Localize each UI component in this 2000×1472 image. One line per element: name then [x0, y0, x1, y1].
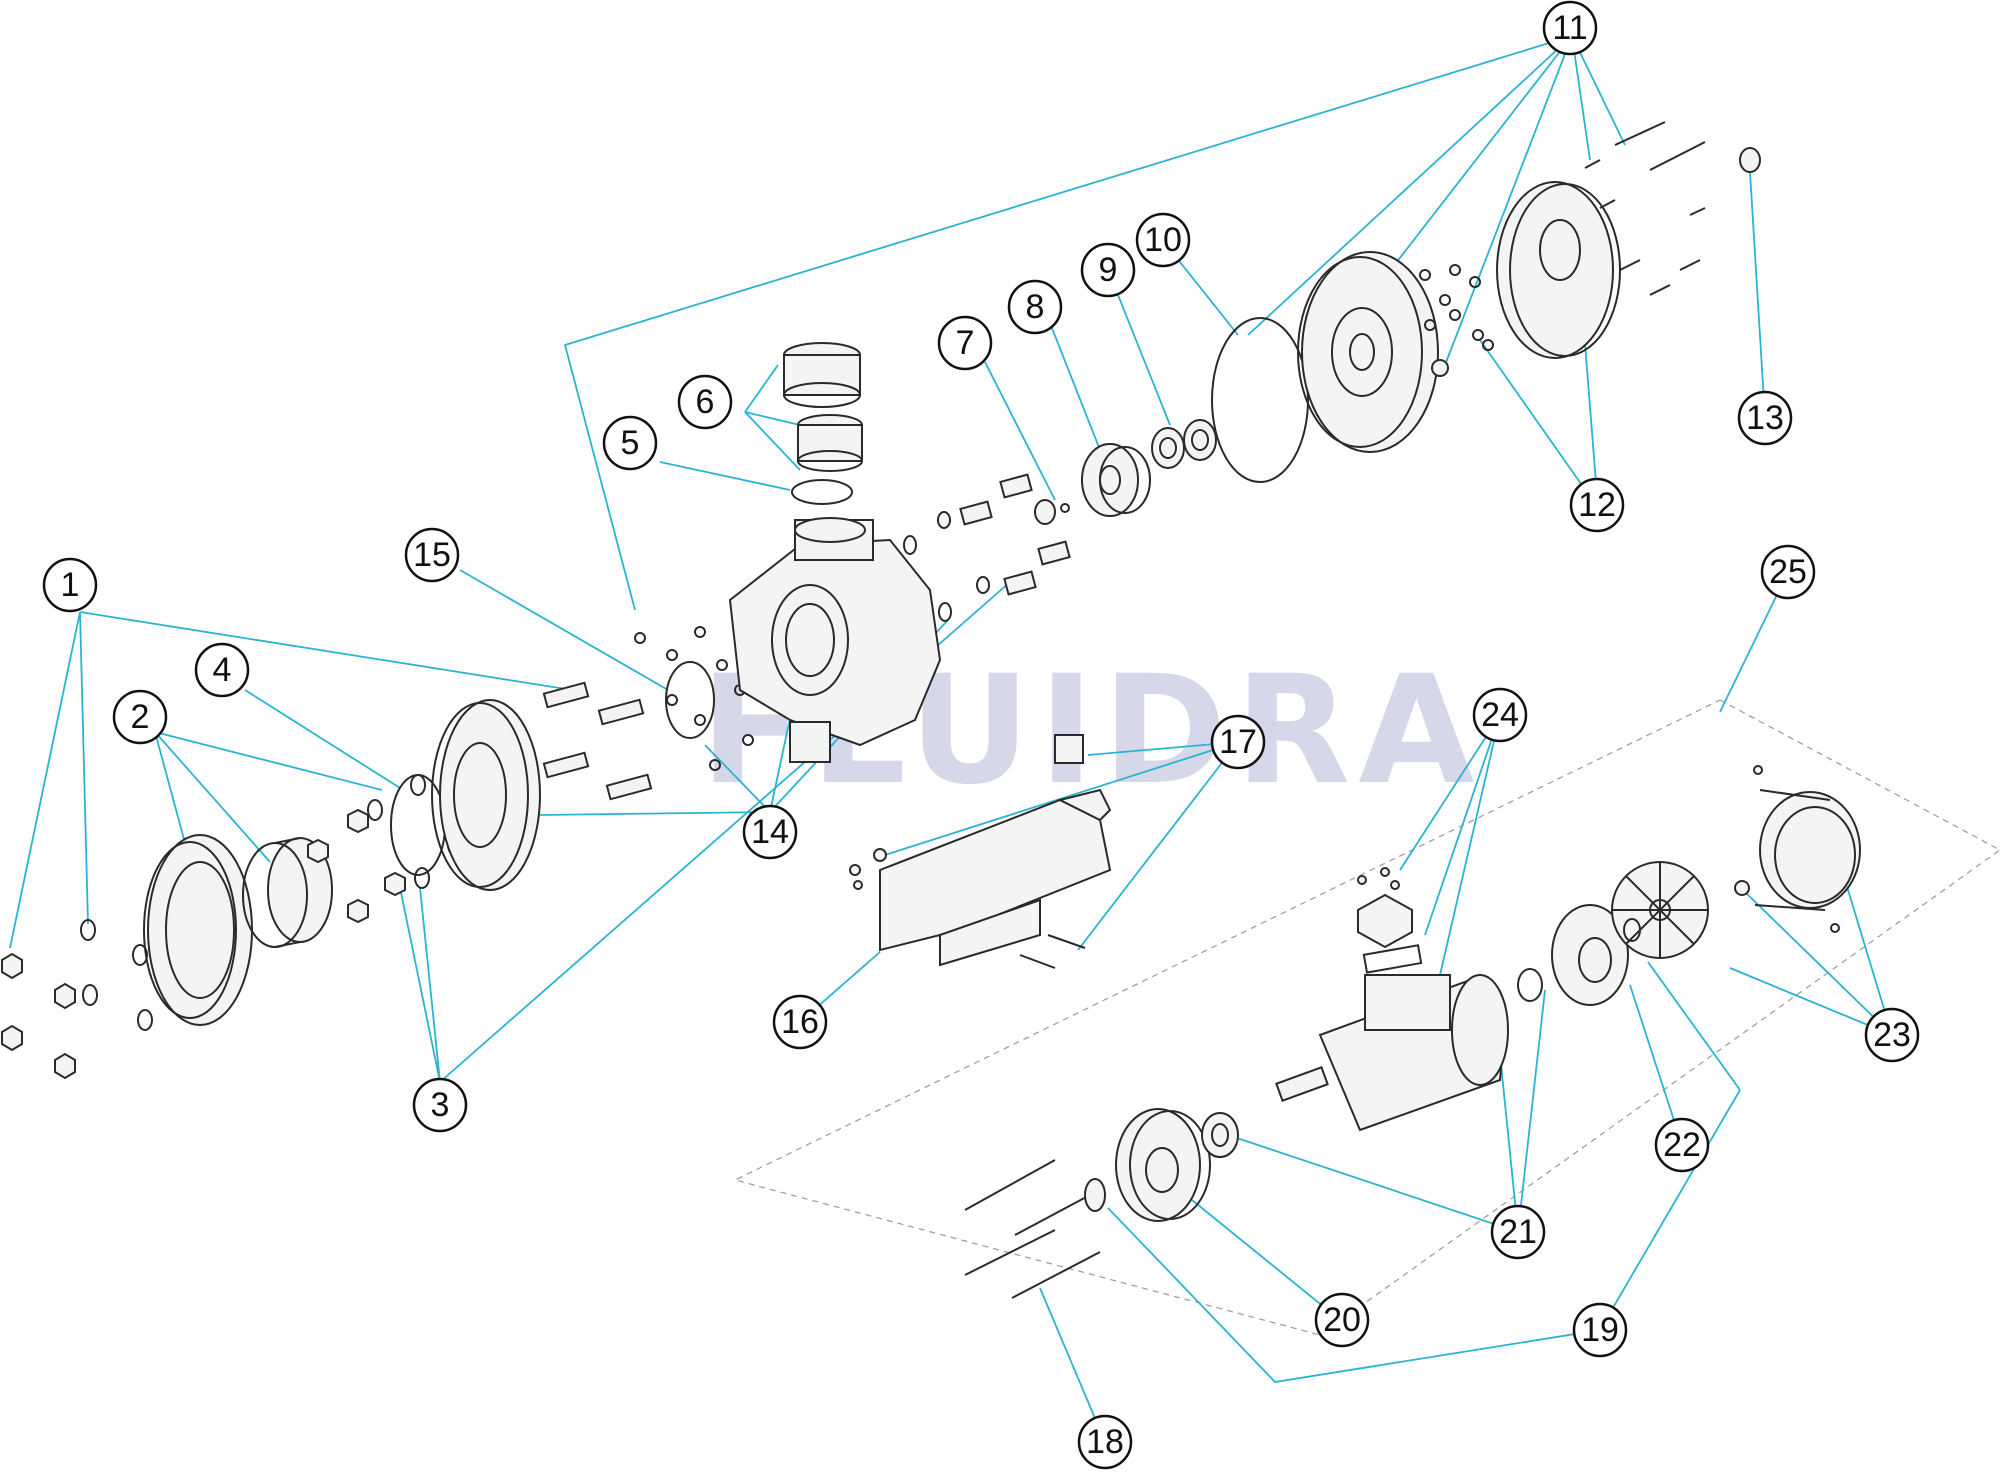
svg-text:1: 1 — [61, 566, 80, 604]
motor-rear-flange — [1551, 904, 1629, 1006]
svg-text:8: 8 — [1026, 288, 1045, 326]
callout-19: 19 — [1572, 1302, 1628, 1358]
callout-2: 2 — [112, 689, 168, 745]
pipe-end — [242, 837, 333, 948]
base-pad — [1054, 734, 1084, 764]
flange-o-ring — [390, 774, 446, 876]
union-nut — [783, 342, 863, 472]
callout-24: 24 — [1472, 687, 1528, 743]
base-nut — [849, 864, 861, 876]
cover-o-ring — [791, 479, 853, 505]
seal-plate — [1297, 251, 1439, 453]
svg-text:14: 14 — [751, 813, 789, 851]
callout-20: 20 — [1314, 1292, 1370, 1348]
svg-text:5: 5 — [621, 424, 640, 462]
callout-13: 13 — [1737, 390, 1793, 446]
base-stud — [1019, 954, 1056, 969]
svg-text:6: 6 — [696, 383, 715, 421]
callout-12: 12 — [1569, 477, 1625, 533]
callout-15: 15 — [404, 527, 460, 583]
callout-22: 22 — [1654, 1117, 1710, 1173]
svg-text:25: 25 — [1769, 553, 1807, 591]
callout-23: 23 — [1864, 1007, 1920, 1063]
impeller-screw — [1034, 499, 1070, 525]
fixing-nuts — [307, 774, 463, 924]
svg-text:15: 15 — [413, 536, 451, 574]
svg-text:11: 11 — [1552, 9, 1587, 47]
svg-text:18: 18 — [1086, 1423, 1124, 1461]
callout-9: 9 — [1080, 242, 1136, 298]
svg-text:21: 21 — [1499, 1213, 1537, 1251]
svg-text:3: 3 — [431, 1086, 450, 1124]
mechanical-seal — [1151, 419, 1217, 469]
callout-3: 3 — [412, 1077, 468, 1133]
housing-bolts — [937, 473, 1071, 596]
callout-8: 8 — [1007, 279, 1063, 335]
callout-1: 1 — [42, 557, 98, 613]
svg-text:22: 22 — [1663, 1126, 1701, 1164]
svg-text:19: 19 — [1581, 1311, 1619, 1349]
base-nut — [873, 848, 887, 862]
svg-text:12: 12 — [1578, 486, 1616, 524]
long-bolts — [1584, 121, 1706, 296]
svg-text:17: 17 — [1219, 723, 1257, 761]
svg-text:7: 7 — [956, 324, 975, 362]
callout-18: 18 — [1077, 1414, 1133, 1470]
svg-text:4: 4 — [213, 651, 232, 689]
motor-assembly-boundary — [733, 699, 2000, 1336]
callout-7: 7 — [937, 315, 993, 371]
svg-text:23: 23 — [1873, 1016, 1911, 1054]
callout-25: 25 — [1760, 544, 1816, 600]
fan-clip — [1623, 918, 1641, 942]
flange-nuts-washers — [0, 919, 153, 1080]
callout-5: 5 — [602, 415, 658, 471]
motor-front-flange — [1115, 1108, 1211, 1222]
tie-rods — [964, 1159, 1101, 1299]
svg-text:13: 13 — [1746, 399, 1784, 437]
svg-text:16: 16 — [781, 1003, 819, 1041]
svg-text:10: 10 — [1144, 221, 1182, 259]
pump-housing — [728, 517, 942, 763]
diffuser — [1496, 181, 1621, 359]
drain-washer — [1739, 147, 1761, 173]
fan-cover — [1753, 765, 1861, 933]
svg-text:20: 20 — [1323, 1301, 1361, 1339]
svg-text:9: 9 — [1099, 251, 1118, 289]
callout-17: 17 — [1210, 714, 1266, 770]
pipe-flange — [143, 834, 253, 1026]
fan-cover-screw — [1734, 880, 1750, 896]
seal-plate-o-ring — [1211, 317, 1309, 483]
shaft-seal — [1084, 1178, 1106, 1212]
callout-10: 10 — [1135, 212, 1191, 268]
callout-11: 11 — [1542, 0, 1598, 56]
flange-bolts — [542, 681, 653, 801]
callout-21: 21 — [1490, 1204, 1546, 1260]
svg-text:24: 24 — [1481, 696, 1519, 734]
callout-4: 4 — [194, 642, 250, 698]
pump-base — [879, 788, 1112, 967]
front-bearing — [1201, 1112, 1239, 1158]
callouts: 1 2 3 4 5 6 7 8 9 10 11 12 13 14 15 16 1… — [42, 0, 1920, 1470]
union-flange — [431, 699, 541, 891]
washer — [938, 602, 952, 622]
motor-fan — [1611, 861, 1709, 959]
washer — [903, 535, 917, 555]
circlip — [1517, 968, 1543, 1002]
callout-16: 16 — [772, 994, 828, 1050]
base-stud — [1047, 934, 1086, 949]
base-washer — [853, 880, 863, 890]
seal-plate-nuts — [1419, 264, 1494, 377]
svg-text:2: 2 — [131, 698, 150, 736]
terminal-box — [1357, 867, 1423, 974]
motor-body — [1275, 974, 1509, 1132]
callout-14: 14 — [742, 804, 798, 860]
impeller — [1081, 443, 1151, 517]
callout-6: 6 — [677, 374, 733, 430]
